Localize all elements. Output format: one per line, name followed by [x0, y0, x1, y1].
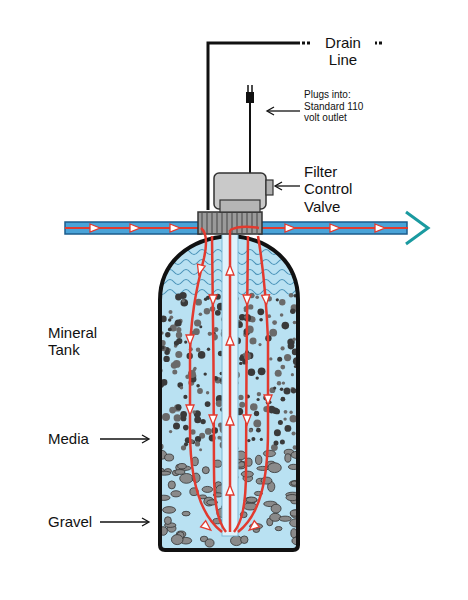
valve-label: Filter Control Valve: [304, 163, 374, 215]
drain-line-label: Drain Line: [311, 34, 375, 69]
plug-prong: [251, 85, 253, 92]
drain-line: [208, 43, 300, 210]
power-cord: [249, 102, 251, 174]
water-pipe: [65, 212, 428, 244]
valve-knob: [266, 180, 273, 195]
drain-line-dots: [374, 42, 384, 45]
media-label: Media: [48, 430, 98, 447]
valve-neck: [220, 200, 260, 212]
flow-lines: [190, 227, 268, 532]
tank-label: Mineral Tank: [48, 324, 110, 359]
gravel-label: Gravel: [48, 513, 98, 530]
plug-prong: [247, 85, 249, 92]
plug-note: Plugs into: Standard 110 volt outlet: [304, 89, 366, 124]
plug: [246, 92, 254, 103]
flow-arrowheads: [90, 224, 385, 533]
drain-line-dots: [302, 42, 310, 45]
